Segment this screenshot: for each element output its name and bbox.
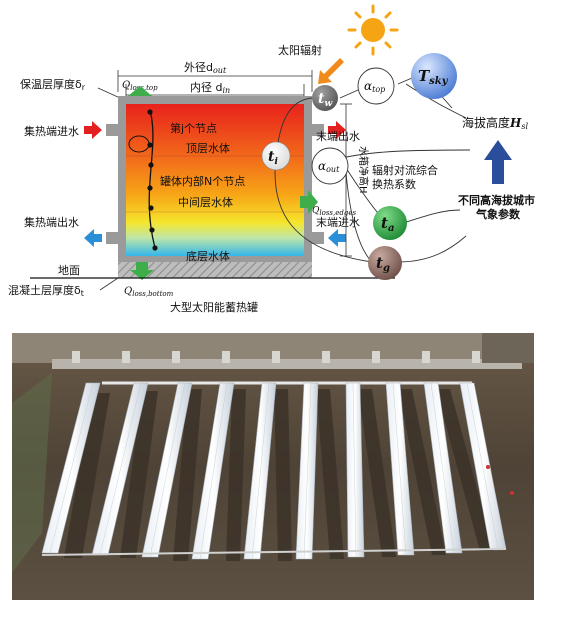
tank-interior [126,104,304,256]
city-params-arrow [484,140,512,184]
inner-diameter-label: 内径 d [190,80,222,94]
ground-label: 地面 [58,264,80,277]
end-outlet-arrow [328,121,346,139]
heat-storage-tank-diagram: 太阳辐射 外径dout 内径 din 保温层厚度δr Qloss,top [8,4,535,314]
convection-coefficient-label-1: 辐射对流综合 [372,163,438,177]
node-T-sky: Tsky [411,53,457,99]
collector-inlet-label: 集热端进水 [24,124,79,138]
tank-height-label: 水箱净高H [357,146,370,194]
collector-outlet-label: 集热端出水 [24,215,79,229]
svg-text:tg: tg [376,254,390,274]
svg-text:内径 din: 内径 din [190,80,230,95]
svg-text:αout: αout [318,159,340,174]
collector-panels [41,382,507,560]
outer-diameter-label: 外径d [184,61,213,74]
q-loss-edges-arrow [300,190,318,214]
node-t-i: ti [261,141,291,171]
svg-text:tw: tw [318,91,332,109]
q-loss-edges-label: Qloss,edges [312,206,357,217]
svg-text:外径dout: 外径dout [184,61,227,75]
top-water-label: 顶层水体 [186,141,230,155]
collector-inlet-arrow [84,121,102,139]
q-loss-bottom-label: Qloss,bottom [124,286,174,298]
svg-text:ta: ta [381,214,394,234]
solar-radiation-arrow [318,58,344,84]
altitude-label: 海拔高度Hsl [462,115,528,131]
solar-radiation-label: 太阳辐射 [278,43,322,57]
inner-diameter-dimension: 内径 din [125,80,305,98]
q-loss-bottom-arrow [130,262,154,280]
end-outlet-label: 末端出水 [316,129,360,143]
svg-text:Tsky: Tsky [418,67,449,87]
node-alpha-top: αtop [357,67,395,105]
solar-collector-field-photo [12,333,534,600]
middle-water-label: 中间层水体 [178,195,233,209]
tank-nozzles [106,124,324,244]
tank-node-chain [128,109,158,251]
bottom-water-label: 底层水体 [186,249,230,263]
jth-node-label: 第j个节点 [170,121,217,135]
insulation-thickness-label: 保温层厚度δr [20,77,86,92]
concrete-base [118,262,312,278]
collector-outlet-arrow [84,229,102,247]
n-nodes-label: 罐体内部N个节点 [160,174,245,188]
end-inlet-arrow [328,229,346,247]
concrete-thickness-label: 混凝土层厚度δt [8,283,84,298]
sun-icon [347,4,399,56]
tank-name-label: 大型太阳能蓄热罐 [170,300,258,314]
city-params-label-1: 不同高海拔城市 [458,193,535,207]
svg-text:ti: ti [268,149,278,167]
node-t-g: tg [368,246,402,280]
city-params-label-2: 气象参数 [475,207,521,221]
convection-coefficient-label-2: 换热系数 [372,177,416,191]
tank-height-dimension: 水箱净高H [340,103,370,257]
node-t-a: ta [373,206,407,240]
outer-diameter-dimension: 外径dout [117,61,313,92]
svg-text:αtop: αtop [364,79,385,94]
end-inlet-label: 末端进水 [316,215,360,229]
q-loss-top-label: Qloss,top [122,80,158,92]
node-t-w: tw [312,85,338,111]
node-alpha-out: αout [311,147,349,185]
